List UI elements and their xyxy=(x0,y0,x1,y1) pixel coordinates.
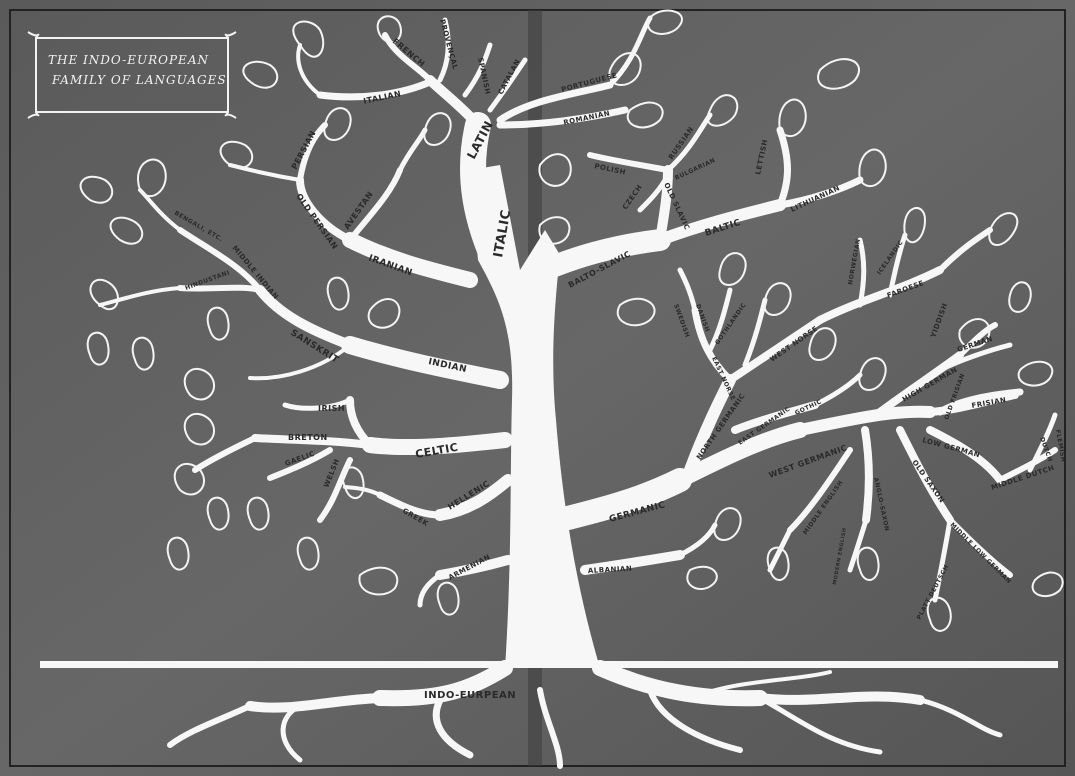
label-breton: BRETON xyxy=(288,433,328,442)
title-line-2: FAMILY OF LANGUAGES xyxy=(51,73,227,87)
label-indo-european: INDO-EURPEAN xyxy=(424,690,516,701)
title-line-1: THE INDO-EUROPEAN xyxy=(48,53,209,67)
label-irish: IRISH xyxy=(318,404,345,413)
